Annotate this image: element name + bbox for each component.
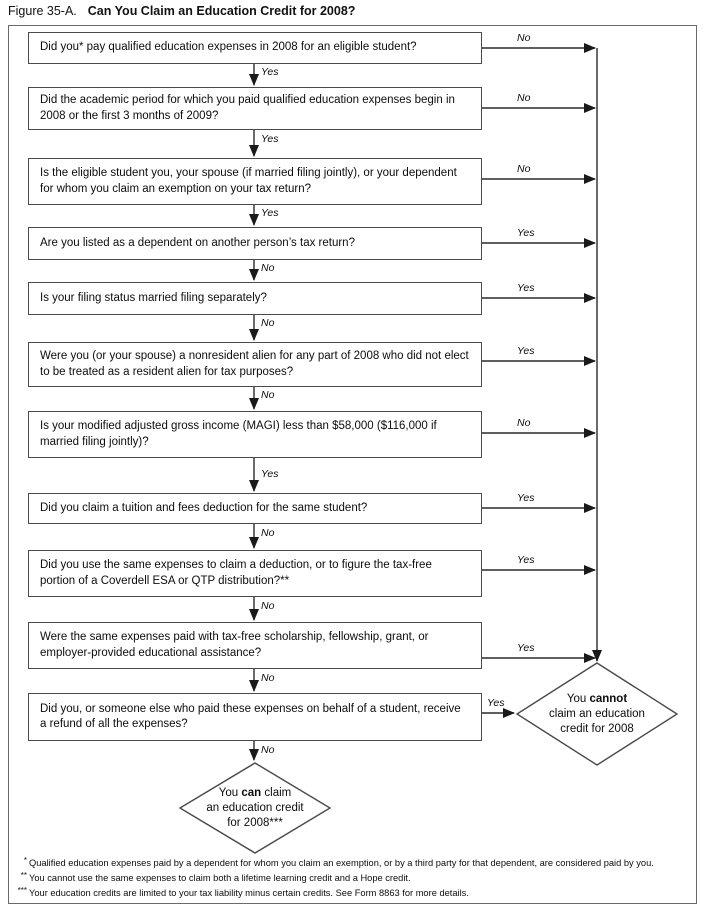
- edge-label-down-11: No: [261, 744, 275, 756]
- outcome-can-line3: for 2008***: [227, 816, 283, 829]
- edge-label-down-5: No: [261, 317, 275, 329]
- question-box-6: Were you (or your spouse) a nonresident …: [28, 342, 482, 387]
- question-box-2: Did the academic period for which you pa…: [28, 87, 482, 130]
- edge-label-right-1: No: [517, 32, 531, 44]
- figure-title: Figure 35-A. Can You Claim an Education C…: [8, 4, 355, 18]
- footnote-marker: ***: [17, 886, 27, 895]
- question-text: Did the academic period for which you pa…: [40, 94, 455, 122]
- question-box-5: Is your filing status married filing sep…: [28, 282, 482, 315]
- question-text: Did you claim a tuition and fees deducti…: [40, 501, 368, 514]
- question-text: Were you (or your spouse) a nonresident …: [40, 350, 469, 378]
- question-box-3: Is the eligible student you, your spouse…: [28, 158, 482, 205]
- outcome-can-line2: an education credit: [206, 801, 304, 814]
- outcome-cannot-line2: claim an education: [549, 707, 645, 720]
- edge-label-down-4: No: [261, 262, 275, 274]
- edge-label-right-5: Yes: [517, 282, 535, 294]
- edge-label-down-1: Yes: [261, 66, 279, 78]
- question-box-4: Are you listed as a dependent on another…: [28, 227, 482, 260]
- edge-label-right-3: No: [517, 163, 531, 175]
- question-box-8: Did you claim a tuition and fees deducti…: [28, 493, 482, 524]
- edge-label-right-8: Yes: [517, 492, 535, 504]
- edge-label-right-7: No: [517, 417, 531, 429]
- question-box-11: Did you, or someone else who paid these …: [28, 693, 482, 741]
- outcome-can-line1: You: [218, 787, 242, 799]
- edge-label-down-6: No: [261, 389, 275, 401]
- outcome-can-line1-post: claim: [261, 787, 292, 799]
- question-text: Were the same expenses paid with tax-fre…: [40, 631, 429, 659]
- edge-label-right-2: No: [517, 92, 531, 104]
- question-text: Is the eligible student you, your spouse…: [40, 167, 457, 195]
- figure-title-text: Can You Claim an Education Credit for 20…: [87, 4, 356, 18]
- question-text: Did you, or someone else who paid these …: [40, 702, 461, 730]
- outcome-cannot-text: You cannot claim an education credit for…: [522, 692, 672, 737]
- edge-label-right-9: Yes: [517, 554, 535, 566]
- outcome-cannot-line3: credit for 2008: [560, 722, 634, 735]
- footnote-marker: **: [20, 871, 27, 880]
- edge-label-right-6: Yes: [517, 345, 535, 357]
- footnote-text: Your education credits are limited to yo…: [29, 888, 469, 898]
- question-text: Is your filing status married filing sep…: [40, 291, 267, 304]
- question-box-10: Were the same expenses paid with tax-fre…: [28, 622, 482, 669]
- outcome-cannot-line1: You: [566, 693, 590, 705]
- footnote-text: You cannot use the same expenses to clai…: [29, 873, 411, 883]
- footnote-1: *Qualified education expenses paid by a …: [14, 856, 654, 868]
- outcome-can-bold: can: [241, 787, 262, 799]
- question-text: Are you listed as a dependent on another…: [40, 236, 355, 249]
- footnote-3: ***Your education credits are limited to…: [14, 886, 469, 898]
- question-box-7: Is your modified adjusted gross income (…: [28, 411, 482, 458]
- footnote-2: **You cannot use the same expenses to cl…: [14, 871, 411, 883]
- edge-label-down-2: Yes: [261, 133, 279, 145]
- outcome-cannot-bold: cannot: [589, 693, 628, 705]
- footnote-marker: *: [23, 856, 27, 865]
- figure-number: Figure 35-A.: [8, 4, 77, 18]
- edge-label-right-11: Yes: [487, 697, 505, 709]
- edge-label-down-3: Yes: [261, 207, 279, 219]
- edge-label-down-10: No: [261, 672, 275, 684]
- question-text: Did you use the same expenses to claim a…: [40, 559, 432, 587]
- outcome-can-text: You can claim an education credit for 20…: [180, 786, 330, 831]
- edge-label-down-8: No: [261, 527, 275, 539]
- edge-label-right-4: Yes: [517, 227, 535, 239]
- edge-label-right-10: Yes: [517, 642, 535, 654]
- edge-label-down-7: Yes: [261, 468, 279, 480]
- footnote-text: Qualified education expenses paid by a d…: [29, 858, 654, 868]
- question-box-9: Did you use the same expenses to claim a…: [28, 550, 482, 597]
- question-text: Is your modified adjusted gross income (…: [40, 420, 437, 448]
- question-text: Did you* pay qualified education expense…: [40, 41, 417, 54]
- flowchart-border: [8, 25, 697, 904]
- edge-label-down-9: No: [261, 600, 275, 612]
- question-box-1: Did you* pay qualified education expense…: [28, 32, 482, 64]
